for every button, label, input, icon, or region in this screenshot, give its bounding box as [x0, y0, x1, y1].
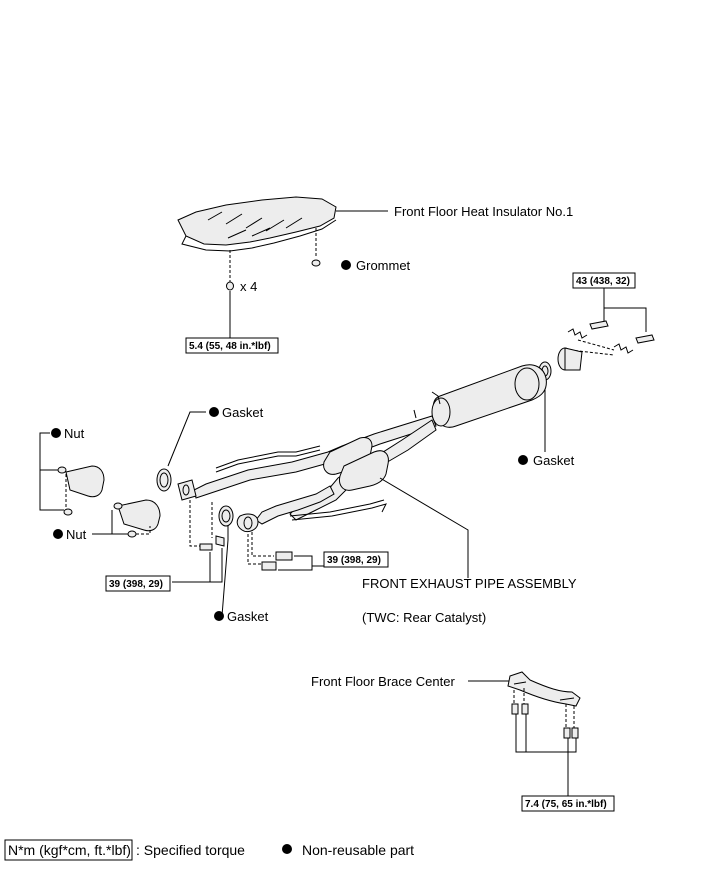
manifold-outlet-lower-part	[117, 499, 161, 532]
gasket-left-bottom-part	[218, 505, 234, 527]
nut-bottom-label: Nut	[66, 527, 87, 542]
non-reusable-marker-icon	[341, 260, 351, 270]
non-reusable-marker-icon	[518, 455, 528, 465]
non-reusable-marker-icon	[209, 407, 219, 417]
non-reusable-marker-icon	[51, 428, 61, 438]
torque-left-flange: 39 (398, 29)	[109, 579, 163, 590]
legend-torque-box	[4, 839, 133, 861]
torque-brace: 7.4 (75, 65 in.*lbf)	[525, 799, 607, 810]
torque-box-brace	[521, 795, 615, 812]
legend-nonreusable: Non-reusable part	[302, 842, 414, 858]
manifold-outlet-upper-part	[65, 465, 105, 498]
torque-insulator: 5.4 (55, 48 in.*lbf)	[189, 341, 271, 352]
torque-box-insulator	[185, 337, 279, 354]
torque-tail: 43 (438, 32)	[576, 276, 630, 287]
floor-brace-part	[507, 671, 581, 707]
gasket-left-bottom-label: Gasket	[227, 609, 269, 624]
torque-box-right-flange	[323, 551, 389, 568]
grommet-label: Grommet	[356, 258, 411, 273]
bolt-count-label: x 4	[240, 279, 257, 294]
gasket-left-top-part	[156, 468, 172, 492]
non-reusable-marker-icon	[214, 611, 224, 621]
brace-label: Front Floor Brace Center	[311, 674, 455, 689]
grommet-part	[311, 259, 321, 267]
legend-torque-desc: : Specified torque	[136, 842, 245, 858]
gasket-left-top-label: Gasket	[222, 405, 264, 420]
twc-label: (TWC: Rear Catalyst)	[362, 610, 486, 625]
exhaust-pipe-assembly-part	[177, 364, 547, 533]
heat-insulator-label: Front Floor Heat Insulator No.1	[394, 204, 573, 219]
gasket-right-label: Gasket	[533, 453, 575, 468]
torque-box-left-flange	[105, 575, 171, 592]
heat-insulator-part	[177, 196, 337, 252]
legend-torque-units: N*m (kgf*cm, ft.*lbf)	[8, 842, 131, 858]
nut-top-label: Nut	[64, 426, 85, 441]
torque-right-flange: 39 (398, 29)	[327, 555, 381, 566]
insulator-bolt-part	[226, 281, 234, 291]
legend-non-reusable-marker-icon	[282, 844, 292, 854]
exhaust-pipe-label: FRONT EXHAUST PIPE ASSEMBLY	[362, 576, 577, 591]
non-reusable-marker-icon	[53, 529, 63, 539]
